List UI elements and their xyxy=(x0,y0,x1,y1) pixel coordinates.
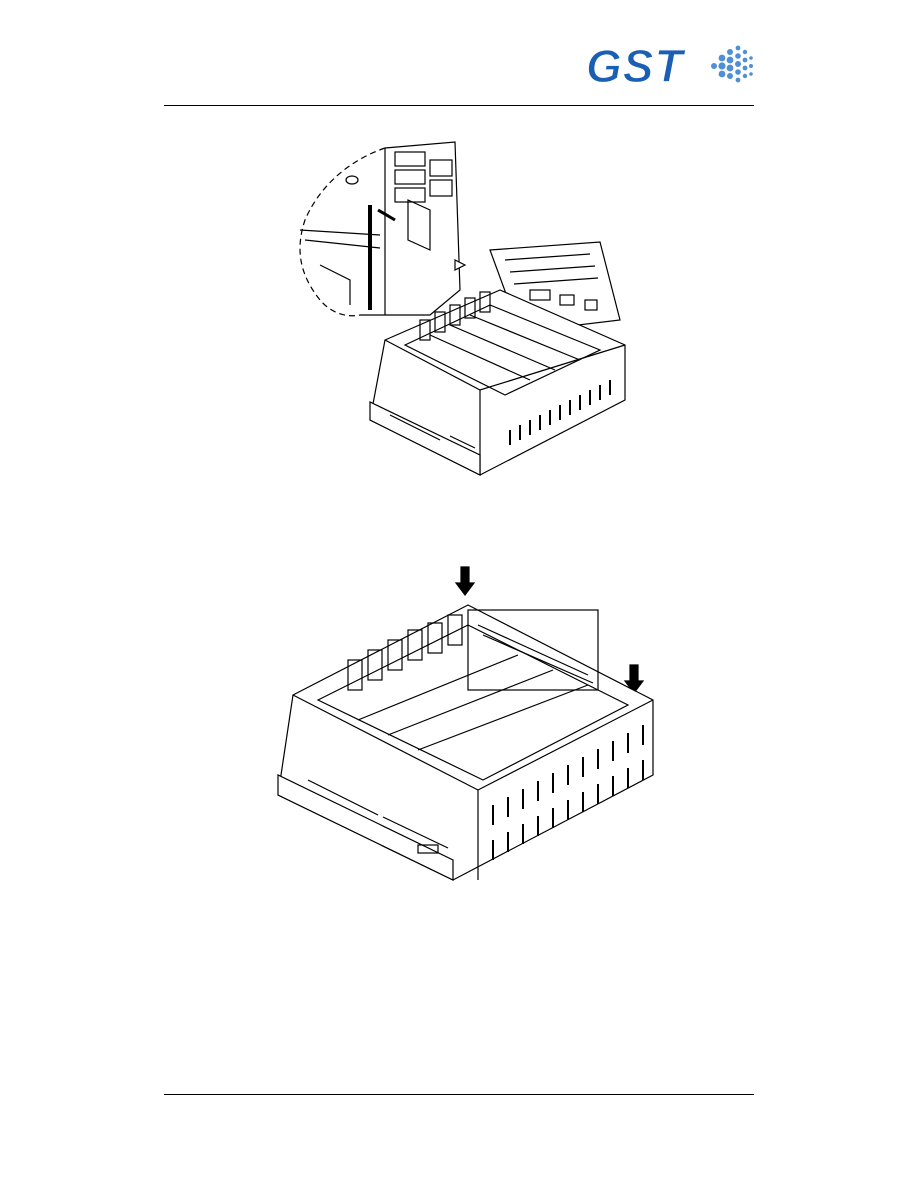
figure-card-insertion xyxy=(290,140,640,485)
enclosure xyxy=(278,605,653,880)
gst-logo-lettering: GST xyxy=(586,40,686,92)
footer-rule xyxy=(164,1094,754,1095)
logo-dot-pattern xyxy=(711,46,753,83)
magnifier-callout xyxy=(300,142,465,316)
header-rule xyxy=(164,105,754,106)
svg-text:GST: GST xyxy=(586,40,686,92)
gst-logo: GST xyxy=(586,40,756,92)
figure-card-secured xyxy=(268,565,668,885)
down-arrow-icon xyxy=(456,567,474,595)
